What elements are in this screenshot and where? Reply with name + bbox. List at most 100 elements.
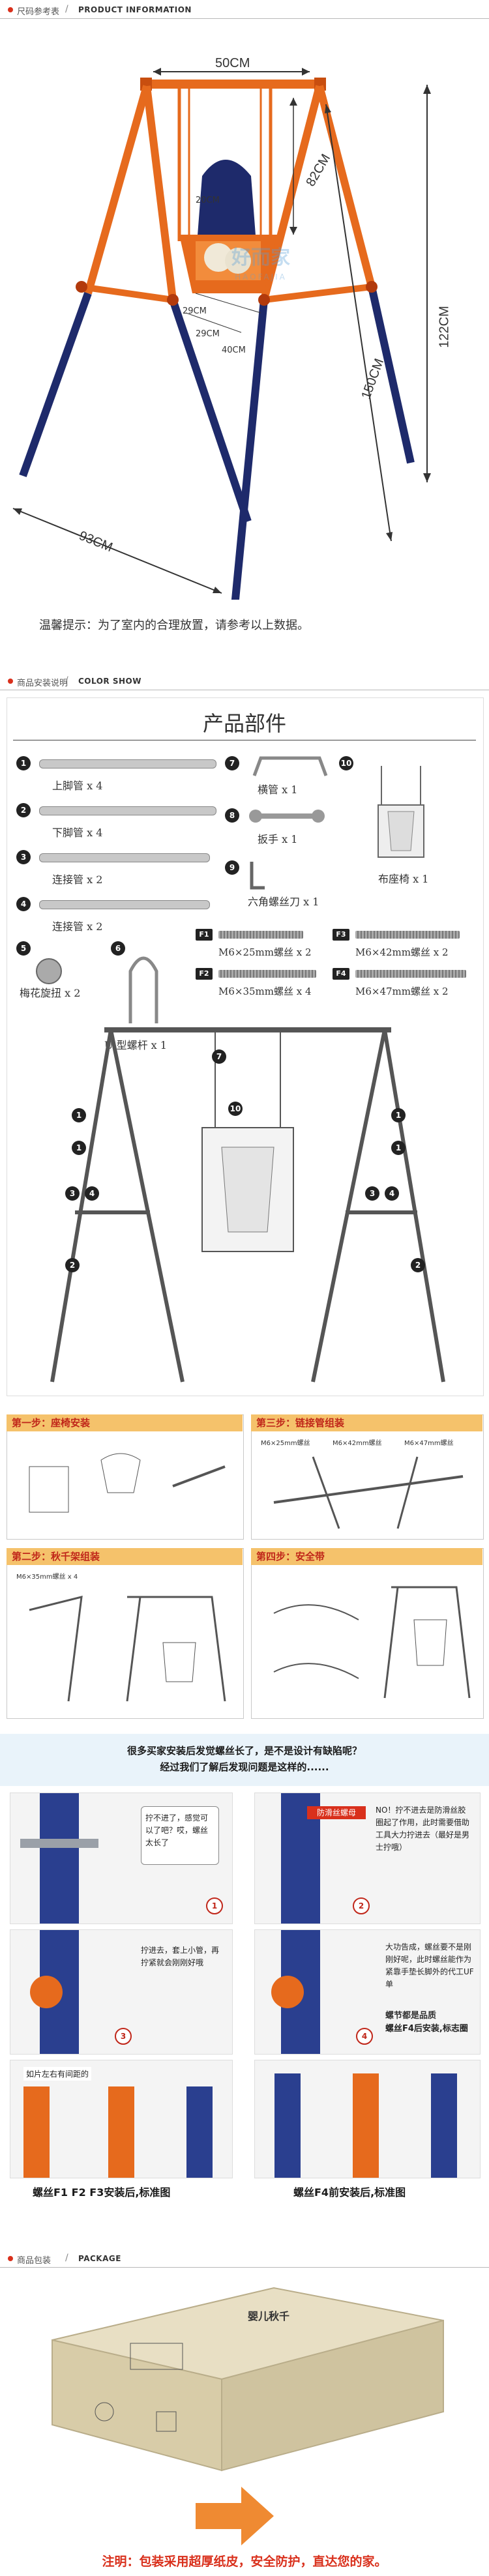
part-label-2: 下脚管 x 4 [52, 827, 103, 839]
section-title-en: COLOR SHOW [78, 677, 141, 686]
diagram-num-4b: 4 [385, 1186, 399, 1201]
step3-screw-3: M6×47mm螺丝 [404, 1440, 454, 1447]
swing-dimension-diagram [12, 68, 431, 600]
watermark-logo: 好而家 HAOFAJIA [231, 246, 290, 282]
part-number-6: 6 [111, 941, 125, 956]
section-header-install: 商品安装说明 / COLOR SHOW [0, 671, 489, 691]
dimension-seat-height: 40CM [222, 345, 246, 355]
diagram-num-1c: 1 [391, 1108, 406, 1122]
section-header-product-info: 尺码参考表 / PRODUCT INFORMATION [0, 0, 489, 20]
part-label-10: 布座椅 x 1 [378, 873, 429, 885]
screw-label-f3: M6×42mm螺丝 x 2 [355, 946, 449, 958]
step2-screw: M6×35mm螺丝 x 4 [16, 1573, 78, 1581]
dimension-height: 122CM [437, 306, 452, 348]
section-bullet-icon [8, 679, 13, 684]
package-box-photo [52, 2287, 444, 2472]
photo-panel-5: 如片左右有间距的 [10, 2060, 233, 2178]
screw-tag-f3: F3 [333, 929, 349, 941]
diagram-num-4: 4 [85, 1186, 99, 1201]
package-note: 注明：包装采用超厚纸皮，安全防护，直达您的家。 [102, 2554, 387, 2569]
bubble-4-text: 大功告成，螺丝要不是刚刚好呢，此时螺丝能作为紧靠手垫长脚外的代工UF单 [385, 1942, 474, 1989]
bubble-3-text: 拧进去，套上小管，再拧紧就会刚刚好哦 [141, 1946, 220, 1967]
photo-num-2: 2 [353, 1897, 370, 1914]
upper-leg-tube-icon [39, 759, 216, 768]
screw-f2-icon [218, 970, 316, 978]
step4-box [251, 1548, 484, 1719]
diagram-num-1b: 1 [72, 1141, 86, 1155]
screw-label-f4: M6×47mm螺丝 x 2 [355, 986, 449, 997]
part-number-7: 7 [225, 756, 239, 770]
bubble-2-text: NO！拧不进去是防滑丝胶圈起了作用，此时需要借助工具大力拧进去（最好是男士拧哦） [376, 1806, 470, 1852]
section-bullet-icon [8, 7, 13, 12]
screw-label-f2: M6×35mm螺丝 x 4 [218, 986, 312, 997]
step3-box [251, 1414, 484, 1540]
diagram-num-10: 10 [228, 1102, 243, 1116]
inset-label: 如片左右有间距的 [23, 2067, 92, 2081]
caption-f4: 螺丝F4前安装后,标准图 [293, 2186, 406, 2199]
part-number-3: 3 [16, 850, 31, 864]
diagram-num-7: 7 [212, 1049, 226, 1064]
part-label-7: 横管 x 1 [258, 783, 298, 796]
fabric-seat-icon [378, 766, 424, 858]
part-number-5: 5 [16, 941, 31, 956]
photo-panel-4: 大功告成，螺丝要不是刚刚好呢，此时螺丝能作为紧靠手垫长脚外的代工UF单 螺节都是… [254, 1929, 481, 2055]
u-bolt-icon [128, 956, 158, 1023]
part-number-8: 8 [225, 808, 239, 823]
part-label-1: 上脚管 x 4 [52, 780, 103, 792]
photo-panel-6 [254, 2060, 481, 2178]
screw-photo [20, 1839, 98, 1848]
hex-key-icon [250, 862, 265, 890]
step2-frame-sketch [29, 1596, 226, 1702]
step3-screw-2: M6×42mm螺丝 [333, 1440, 382, 1447]
part-number-2: 2 [16, 803, 31, 817]
part-number-10: 10 [339, 756, 353, 770]
anti-slip-nut-tag: 防滑丝螺母 [307, 1806, 366, 1819]
part-label-9: 六角螺丝刀 x 1 [248, 896, 319, 908]
part-label-8: 扳手 x 1 [258, 833, 298, 845]
photo-panel-3: 拧进去，套上小管，再拧紧就会刚刚好哦 3 [10, 1929, 233, 2055]
faq-answer-intro: 经过我们了解后发现问题是这样的...... [160, 1761, 329, 1773]
screw-tag-f2: F2 [196, 968, 213, 980]
note-placement-tip: 温馨提示：为了室内的合理放置，请参考以上数据。 [39, 619, 309, 632]
dimension-seat-depth: 29CM [196, 329, 220, 339]
knob-icon [36, 958, 62, 984]
parts-title: 产品部件 [202, 711, 286, 736]
step4-belt-sketch [273, 1586, 471, 1699]
photo-num-1: 1 [206, 1897, 223, 1914]
dimension-seat-top: 20CM [196, 196, 220, 205]
screw-f4-icon [355, 970, 466, 978]
section-title-cn: 尺码参考表 [17, 7, 60, 17]
step3-connector-sketch [273, 1456, 464, 1529]
section-title-cn: 商品包装 [17, 2256, 52, 2266]
box-title: 婴儿秋千 [248, 2310, 290, 2322]
part-label-6: U 型螺杆 x 1 [104, 1039, 167, 1051]
step1-title: 第一步：座椅安装 [7, 1414, 243, 1431]
step1-box [7, 1414, 244, 1540]
assembled-swing-diagram [50, 1027, 445, 1383]
part-number-1: 1 [16, 756, 31, 770]
section-title-cn: 商品安装说明 [17, 679, 68, 688]
step1-seat-sketch [29, 1453, 226, 1513]
diagram-num-1d: 1 [391, 1141, 406, 1155]
photo-num-3: 3 [115, 2028, 132, 2045]
step4-title: 第四步：安全带 [251, 1548, 482, 1565]
connector-tube-icon [39, 853, 210, 862]
part-label-4: 连接管 x 2 [52, 920, 103, 933]
lower-leg-tube-icon [39, 806, 216, 815]
step3-screw-1: M6×25mm螺丝 [261, 1440, 310, 1447]
caption-f1-f3: 螺丝F1 F2 F3安装后,标准图 [33, 2186, 171, 2199]
screw-f1-icon [218, 931, 303, 939]
wrench-icon [249, 810, 325, 823]
section-title-en: PRODUCT INFORMATION [78, 5, 192, 14]
screw-tag-f1: F1 [196, 929, 213, 941]
part-number-9: 9 [225, 860, 239, 875]
section-bullet-icon [8, 2256, 13, 2261]
screw-f3-icon [355, 931, 460, 939]
diagram-num-3: 3 [65, 1186, 80, 1201]
step2-box [7, 1548, 244, 1719]
section-header-package: 商品包装 / PACKAGE [0, 2249, 489, 2268]
part-label-5: 梅花旋扭 x 2 [20, 987, 81, 999]
diagram-num-3b: 3 [365, 1186, 379, 1201]
screw-label-f1: M6×25mm螺丝 x 2 [218, 946, 312, 958]
blue-tube [40, 1793, 79, 1924]
